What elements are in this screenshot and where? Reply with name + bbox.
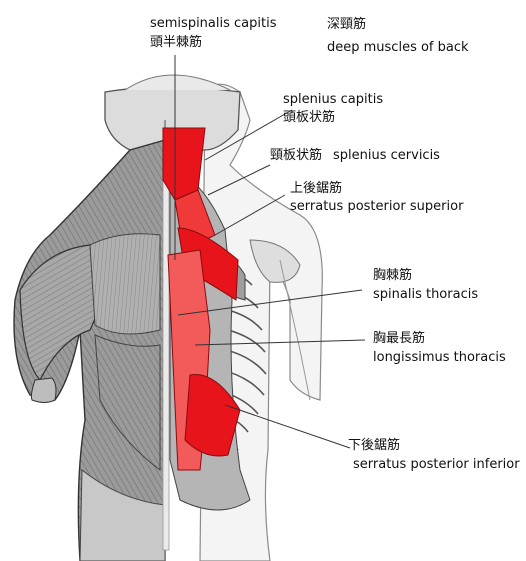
label-longissimus-thoracis-ja: 胸最長筋 <box>373 331 426 346</box>
highlighted-muscles <box>162 127 241 471</box>
label-semispinalis-capitis-ja: 頭半棘筋 <box>150 35 203 50</box>
label-serratus-posterior-superior-en: serratus posterior superior <box>290 199 464 214</box>
label-splenius-cervicis-ja: 頸板状筋 <box>270 148 323 163</box>
label-longissimus-thoracis-en: longissimus thoracis <box>373 350 506 365</box>
label-spinalis-thoracis-en: spinalis thoracis <box>373 287 479 302</box>
label-splenius-cervicis-en: splenius cervicis <box>333 148 440 163</box>
label-serratus-posterior-superior-ja: 上後鋸筋 <box>290 181 343 196</box>
diagram-title-ja: 深頸筋 <box>327 17 367 32</box>
label-serratus-posterior-inferior-ja: 下後鋸筋 <box>348 438 401 453</box>
diagram-title-en: deep muscles of back <box>327 40 469 55</box>
leader-lines <box>174 55 366 449</box>
left-torso <box>13 139 166 561</box>
label-serratus-posterior-inferior-en: serratus posterior inferior <box>353 457 520 472</box>
label-splenius-capitis-ja: 頭板状筋 <box>283 110 336 125</box>
head <box>104 74 241 151</box>
label-semispinalis-capitis-en: semispinalis capitis <box>150 16 277 31</box>
label-spinalis-thoracis-ja: 胸棘筋 <box>373 268 413 283</box>
label-splenius-capitis-en: splenius capitis <box>283 92 384 107</box>
